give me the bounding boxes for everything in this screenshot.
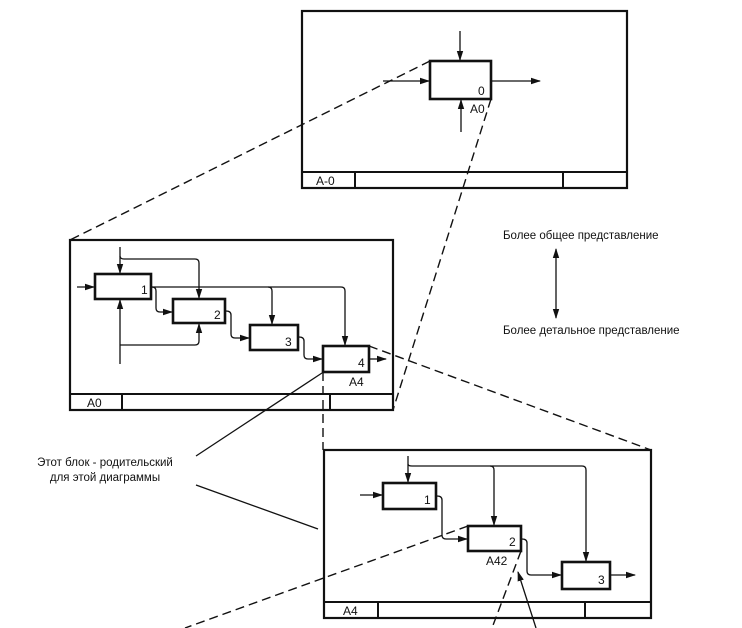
control-arrow bbox=[490, 465, 590, 562]
output-to-input-arrow bbox=[225, 310, 250, 342]
output-to-input-arrow bbox=[151, 286, 173, 316]
block-number: 4 bbox=[358, 356, 365, 370]
activity-block-2[interactable] bbox=[466, 524, 523, 553]
a4-diagram-frame: A4 1 2 A42 3 bbox=[322, 448, 653, 620]
block-number: 3 bbox=[285, 335, 292, 349]
node-label-context: A-0 bbox=[316, 174, 335, 188]
abstraction-legend: Более общее представление Более детально… bbox=[503, 230, 680, 337]
output-to-input-arrow bbox=[521, 538, 562, 579]
mechanism-arrow bbox=[120, 323, 203, 346]
activity-block-3[interactable] bbox=[560, 560, 612, 591]
block-number: 0 bbox=[478, 84, 485, 98]
block-child-ref: A0 bbox=[470, 102, 485, 116]
pointer-arrow bbox=[517, 571, 537, 628]
legend-detailed-label: Более детальное представление bbox=[503, 325, 680, 337]
projection-line bbox=[69, 60, 431, 241]
block-number: 1 bbox=[424, 493, 431, 507]
activity-block-3[interactable] bbox=[248, 323, 300, 352]
block-number: 3 bbox=[598, 573, 605, 587]
block-child-ref: A4 bbox=[349, 375, 364, 389]
block-child-ref: A42 bbox=[486, 554, 508, 568]
frame-border bbox=[68, 238, 395, 412]
activity-block-4[interactable] bbox=[321, 344, 371, 374]
leader-line bbox=[195, 484, 319, 530]
parent-block-annotation: Этот блок - родительский для этой диагра… bbox=[37, 372, 537, 628]
context-diagram-frame: A-0 0 A0 bbox=[300, 9, 629, 190]
frame-border bbox=[300, 9, 629, 190]
a0-diagram-frame: A0 1 2 3 4 A4 bbox=[68, 238, 395, 412]
activity-block-2[interactable] bbox=[171, 297, 227, 325]
decomposition-projection-lines bbox=[69, 60, 652, 628]
control-arrow bbox=[268, 286, 349, 346]
block-number: 1 bbox=[141, 283, 148, 297]
annotation-line-2: для этой диаграммы bbox=[50, 472, 160, 484]
annotation-line-1: Этот блок - родительский bbox=[37, 457, 173, 469]
output-to-input-arrow bbox=[298, 336, 323, 363]
node-label-a0: A0 bbox=[87, 396, 102, 410]
projection-line bbox=[368, 345, 652, 451]
projection-line bbox=[184, 525, 469, 628]
block-number: 2 bbox=[509, 535, 516, 549]
leader-line bbox=[195, 372, 323, 457]
block-number: 2 bbox=[214, 308, 221, 322]
frame-border bbox=[322, 448, 653, 620]
control-arrow bbox=[119, 255, 203, 299]
legend-general-label: Более общее представление bbox=[503, 230, 659, 242]
activity-block-1[interactable] bbox=[381, 481, 438, 511]
node-label-a4: A4 bbox=[343, 604, 358, 618]
projection-line bbox=[392, 98, 492, 411]
output-to-input-arrow bbox=[436, 495, 468, 543]
